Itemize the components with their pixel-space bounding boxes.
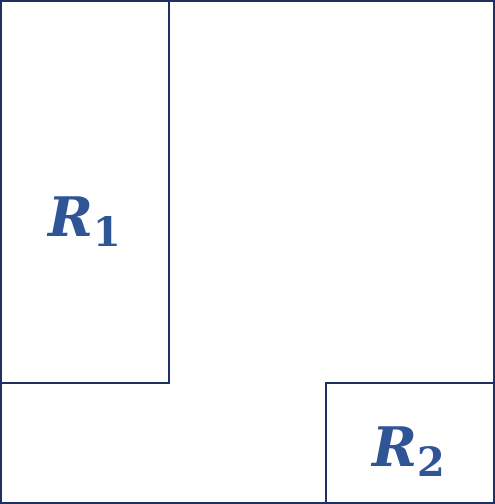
region-r2-rect xyxy=(325,382,495,504)
region-r1-letter: R xyxy=(46,185,93,249)
region-r1-label: R1 xyxy=(46,185,121,256)
region-r2-label: R2 xyxy=(370,415,445,486)
region-r2-letter: R xyxy=(370,415,417,479)
region-r1-subscript: 1 xyxy=(93,209,121,256)
region-r2-subscript: 2 xyxy=(417,439,445,486)
